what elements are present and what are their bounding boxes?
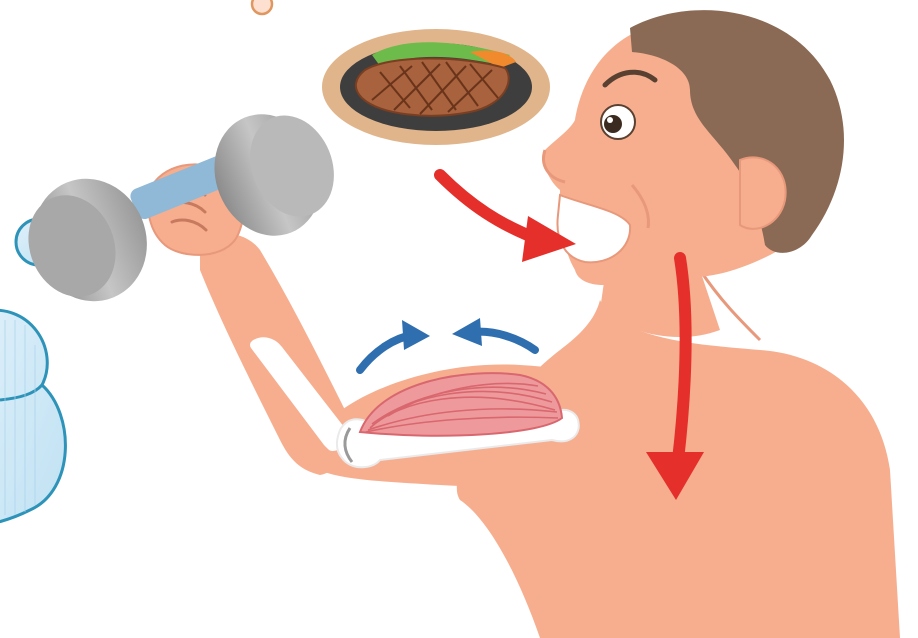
red-curved-arrow-icon xyxy=(440,175,576,262)
dumbbell-plate-left xyxy=(14,162,166,319)
eye-shine xyxy=(607,117,613,123)
eye-pupil xyxy=(604,115,622,133)
blue-curved-arrows-icon xyxy=(360,318,535,370)
bubble-cloud xyxy=(0,310,65,525)
steak xyxy=(356,58,509,115)
bicep-muscle xyxy=(360,373,562,436)
arm xyxy=(148,164,602,486)
bubble-dot-small xyxy=(252,0,272,14)
steak-plate xyxy=(322,29,550,145)
